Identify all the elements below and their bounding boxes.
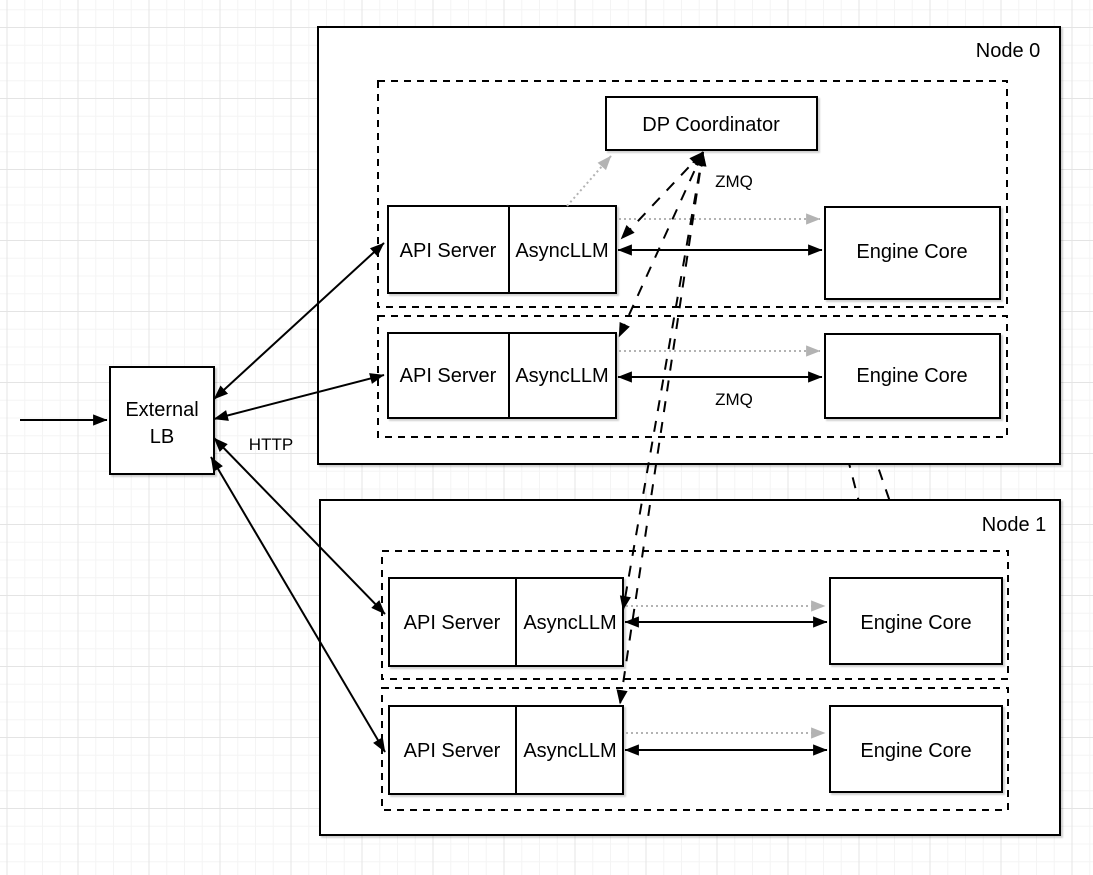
node1-row2-api-asyncllm-box	[388, 705, 624, 795]
dp-coordinator-label: DP Coordinator	[642, 114, 780, 136]
zmq-coordinator-label: ZMQ	[715, 172, 753, 191]
node0-title: Node 0	[976, 40, 1041, 62]
node0-row1-asyncllm-label: AsyncLLM	[515, 240, 608, 262]
node1-row1-api-server-label: API Server	[404, 612, 501, 634]
node0-row2-asyncllm-label: AsyncLLM	[515, 365, 608, 387]
node1-row1-asyncllm-label: AsyncLLM	[523, 612, 616, 634]
node0-row2-engine-core-box	[824, 333, 1001, 419]
dotted-edges	[566, 155, 826, 739]
zmq-engine-label: ZMQ	[715, 390, 753, 409]
edge-labels: HTTP ZMQ ZMQ	[249, 172, 753, 454]
node1-row2-asyncllm-label: AsyncLLM	[523, 740, 616, 762]
external-lb-label-line1: External	[125, 399, 198, 421]
node0-row1-api-asyncllm-box	[387, 205, 617, 294]
external-lb-label-line2: LB	[150, 426, 174, 448]
edge-lb-api-n1r2	[210, 456, 386, 753]
node0-row2-engine-core-label: Engine Core	[856, 365, 967, 387]
node1-group: Node 1 API Server AsyncLLM Engine Core A…	[319, 499, 1061, 836]
node0-row1-api-server-label: API Server	[400, 240, 497, 262]
node1-row2-engine-core-box	[829, 705, 1003, 793]
coordinator-async-links	[616, 151, 707, 705]
edge-async-coordinator-dotted	[566, 155, 612, 207]
node1-row1-engine-core-label: Engine Core	[860, 612, 971, 634]
http-label: HTTP	[249, 435, 293, 454]
node0-row1-dashed-group	[377, 80, 1008, 308]
external-lb-box	[109, 366, 215, 475]
edge-lb-api-n0r2	[213, 373, 385, 421]
node0-row1-engine-core-label: Engine Core	[856, 241, 967, 263]
node0-row1-engine-core-box	[824, 206, 1001, 300]
node1-row1-engine-core-box	[829, 577, 1003, 665]
node1-row2-api-server-label: API Server	[404, 740, 501, 762]
node1-row2-engine-core-label: Engine Core	[860, 740, 971, 762]
node0-row2-api-asyncllm-box	[387, 332, 617, 419]
edge-coordinator-async-n1r2	[616, 151, 707, 705]
node1-row1-api-asyncllm-box	[388, 577, 624, 667]
node0-row2-api-server-label: API Server	[400, 365, 497, 387]
external-lb-group: External LB	[109, 366, 215, 475]
dp-coordinator-box	[605, 96, 818, 151]
edge-lb-api-n0r1	[213, 242, 385, 400]
node1-title: Node 1	[982, 514, 1047, 536]
